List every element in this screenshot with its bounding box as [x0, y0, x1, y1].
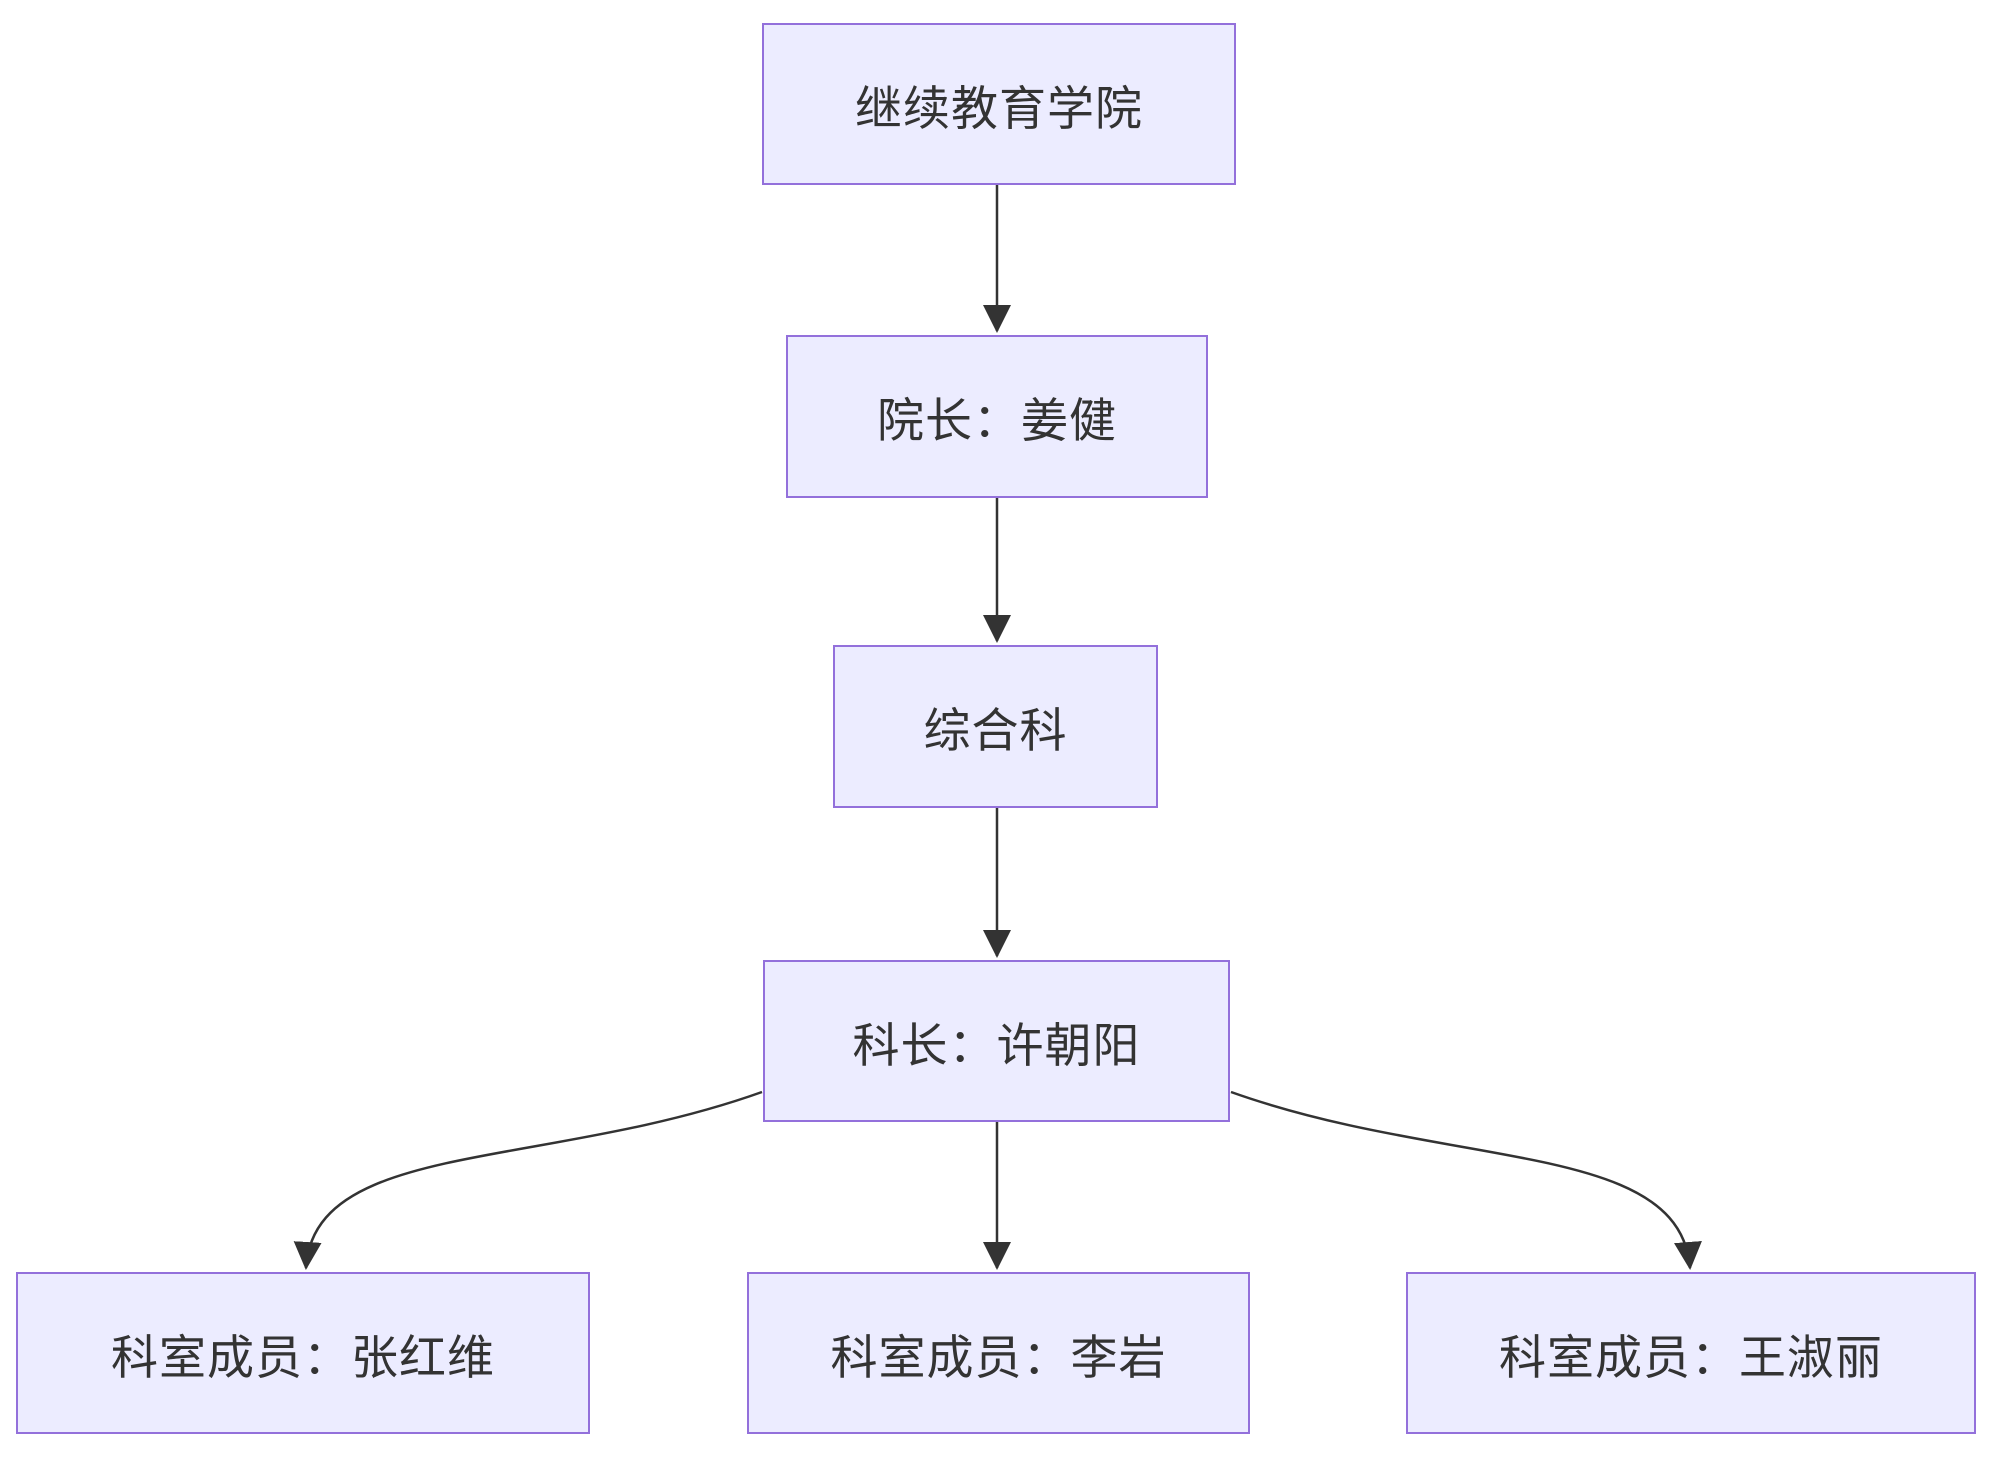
node-chief: 科长：许朝阳 — [763, 960, 1230, 1122]
node-section-label: 综合科 — [923, 704, 1068, 757]
node-section: 综合科 — [833, 645, 1158, 808]
node-member-3: 科室成员：王淑丽 — [1406, 1272, 1976, 1434]
node-dean: 院长：姜健 — [786, 335, 1208, 498]
node-college-label: 继续教育学院 — [855, 81, 1143, 135]
node-member-1: 科室成员：张红维 — [16, 1272, 590, 1434]
node-chief-label: 科长：许朝阳 — [852, 1018, 1141, 1072]
node-member-3-label: 科室成员：王淑丽 — [1499, 1330, 1883, 1384]
node-member-2-label: 科室成员：李岩 — [830, 1330, 1167, 1384]
edge-chief-member-3 — [1230, 1090, 1702, 1270]
node-college: 继续教育学院 — [762, 23, 1236, 185]
edge-chief-member-1 — [293, 1090, 763, 1270]
node-member-2: 科室成员：李岩 — [747, 1272, 1250, 1434]
node-dean-label: 院长：姜健 — [877, 394, 1117, 447]
node-member-1-label: 科室成员：张红维 — [111, 1330, 495, 1384]
